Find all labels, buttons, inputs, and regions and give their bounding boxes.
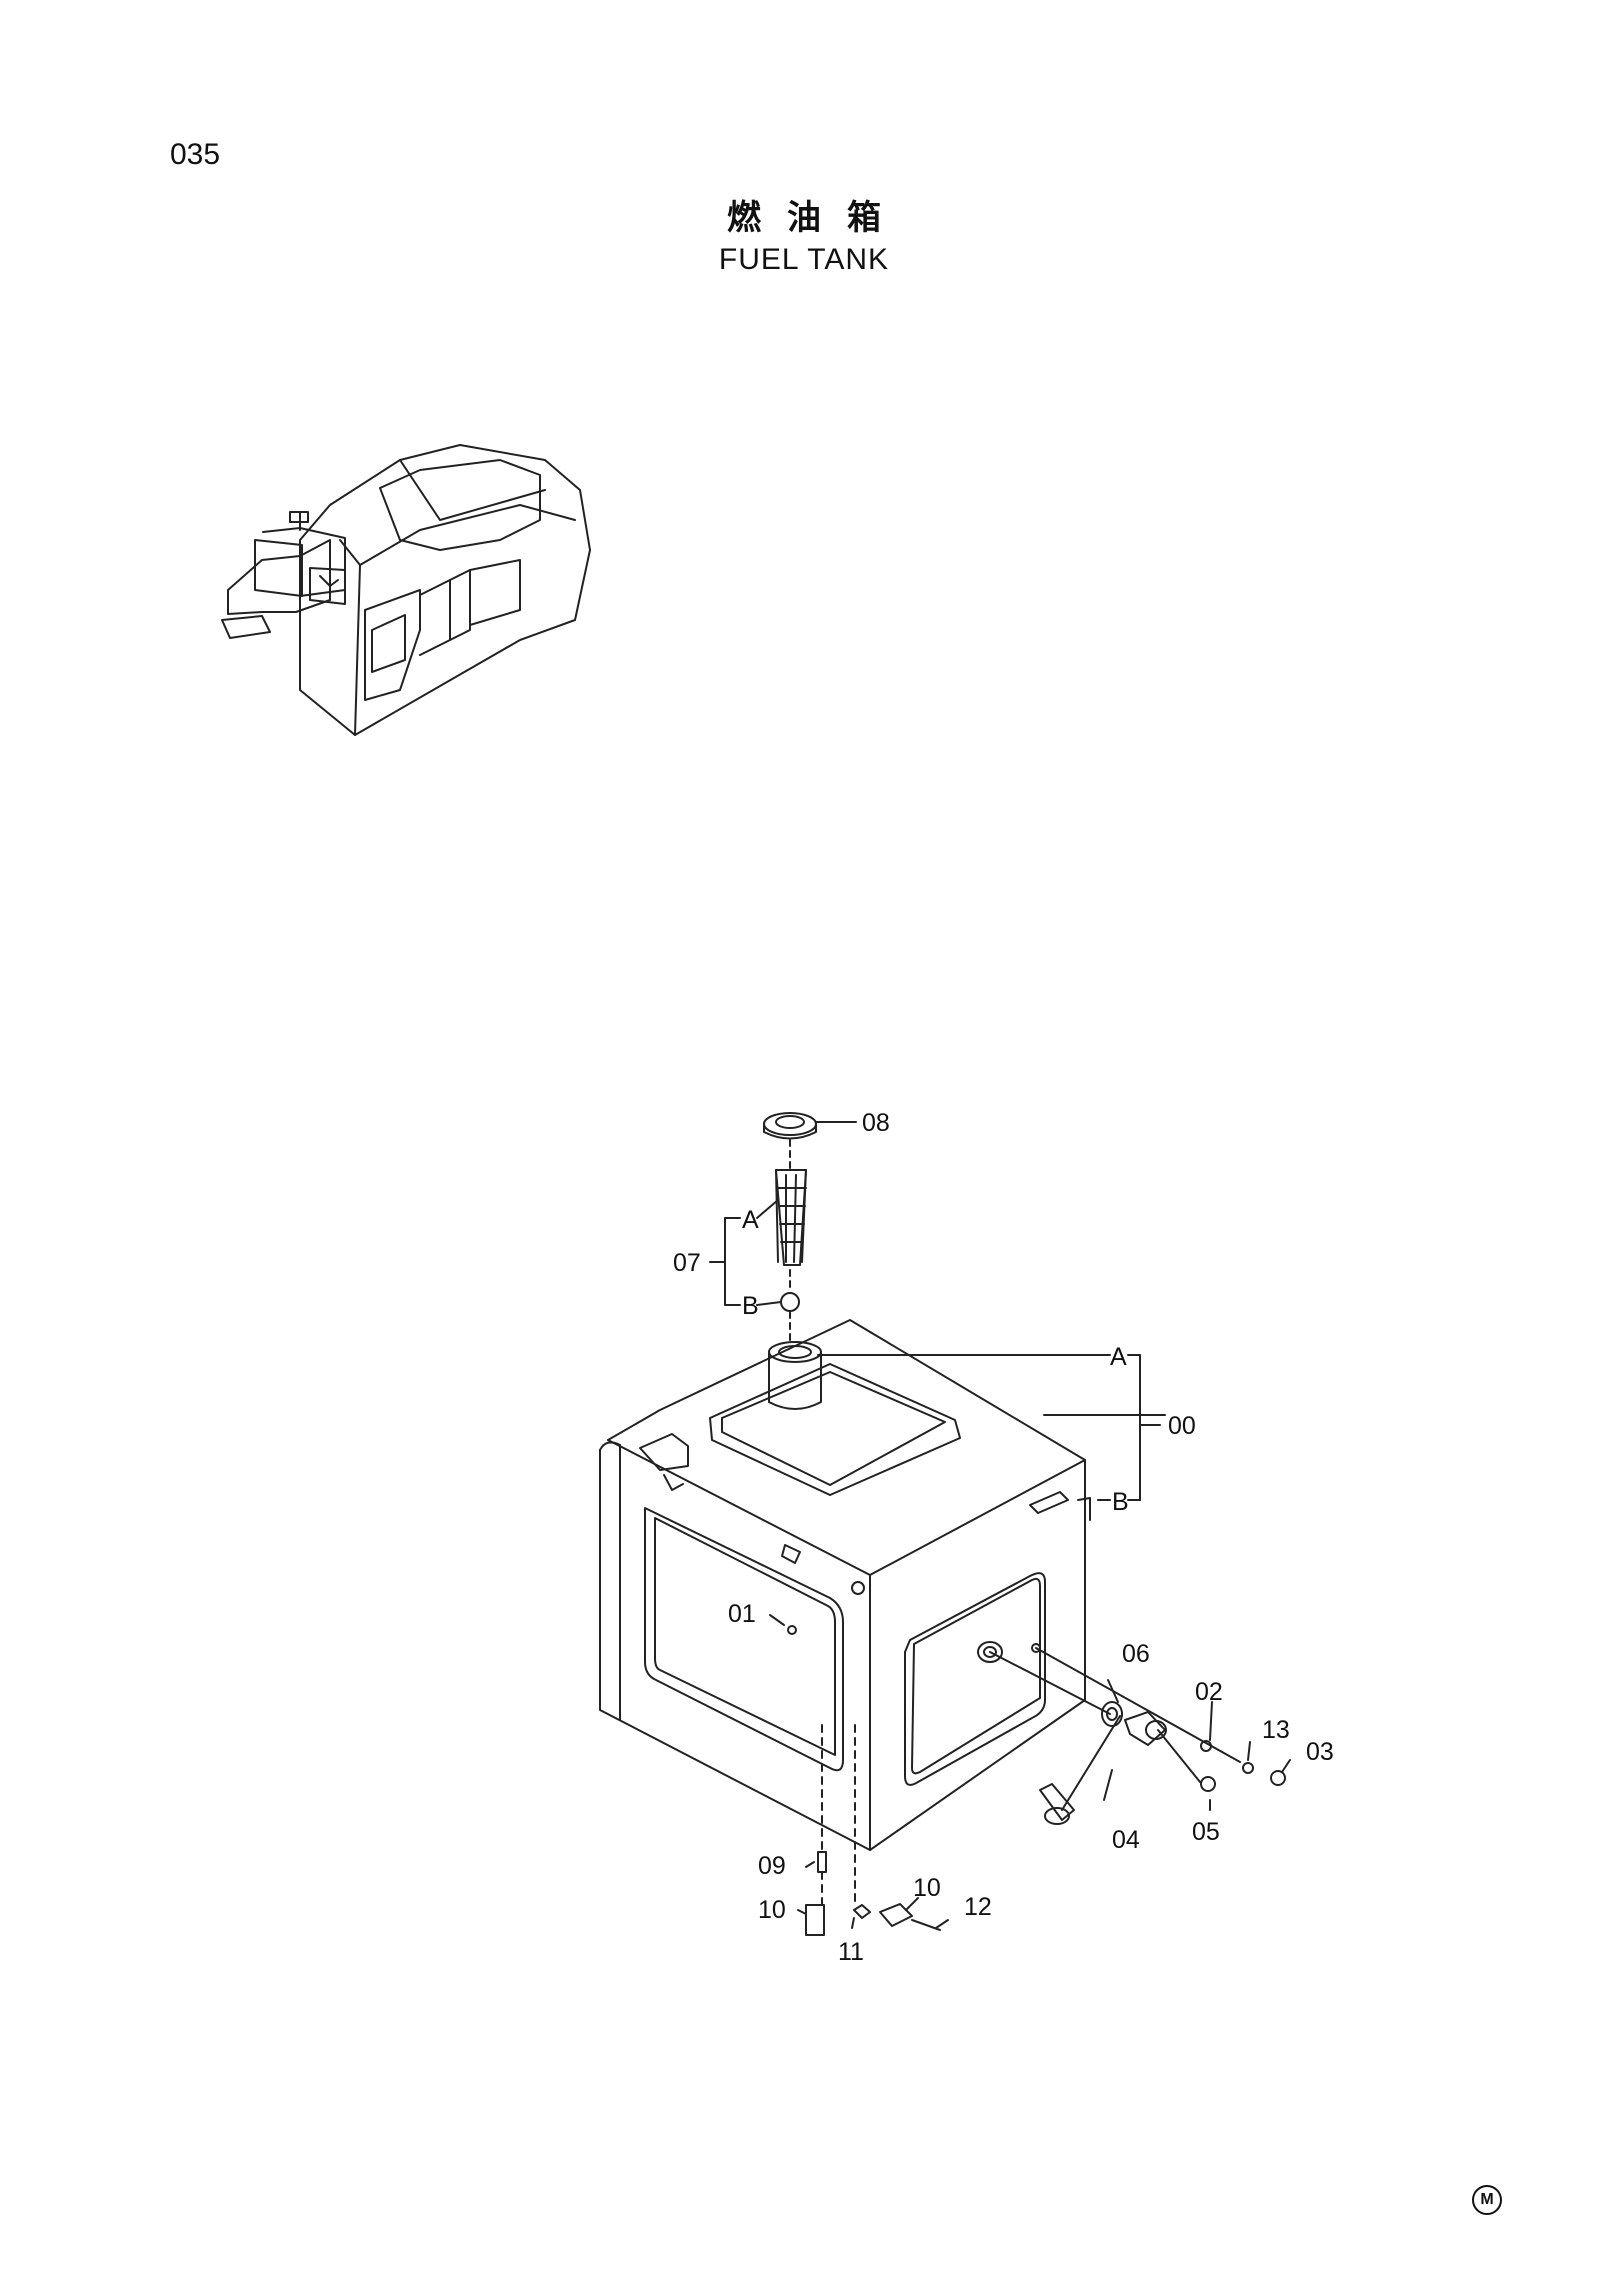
callout-02: 02	[1195, 1678, 1223, 1706]
label-A-right: A	[1110, 1343, 1127, 1371]
page-number: 035	[170, 138, 221, 171]
callout-06: 06	[1122, 1640, 1150, 1668]
label-B-upper: B	[742, 1292, 759, 1320]
title-english: FUEL TANK	[718, 243, 890, 276]
callout-12: 12	[964, 1893, 992, 1921]
fuel-tank-exploded-diagram	[599, 1112, 1291, 1936]
callout-09: 09	[758, 1852, 786, 1880]
callout-00: 00	[1168, 1412, 1196, 1440]
callout-07: 07	[673, 1249, 701, 1277]
callout-05: 05	[1192, 1818, 1220, 1846]
label-A-upper: A	[742, 1206, 759, 1234]
callout-13: 13	[1262, 1716, 1290, 1744]
excavator-overview-icon	[221, 444, 591, 736]
callout-08: 08	[862, 1109, 890, 1137]
callout-03: 03	[1306, 1738, 1334, 1766]
title-chinese: 燃油箱	[727, 198, 907, 238]
label-B-right: B	[1112, 1488, 1129, 1516]
callout-04: 04	[1112, 1826, 1140, 1854]
callout-10-left: 10	[758, 1896, 786, 1924]
callout-10-right: 10	[913, 1874, 941, 1902]
corner-mark: M	[1472, 2185, 1502, 2215]
callout-11: 11	[838, 1938, 864, 1966]
callout-01: 01	[728, 1600, 756, 1628]
